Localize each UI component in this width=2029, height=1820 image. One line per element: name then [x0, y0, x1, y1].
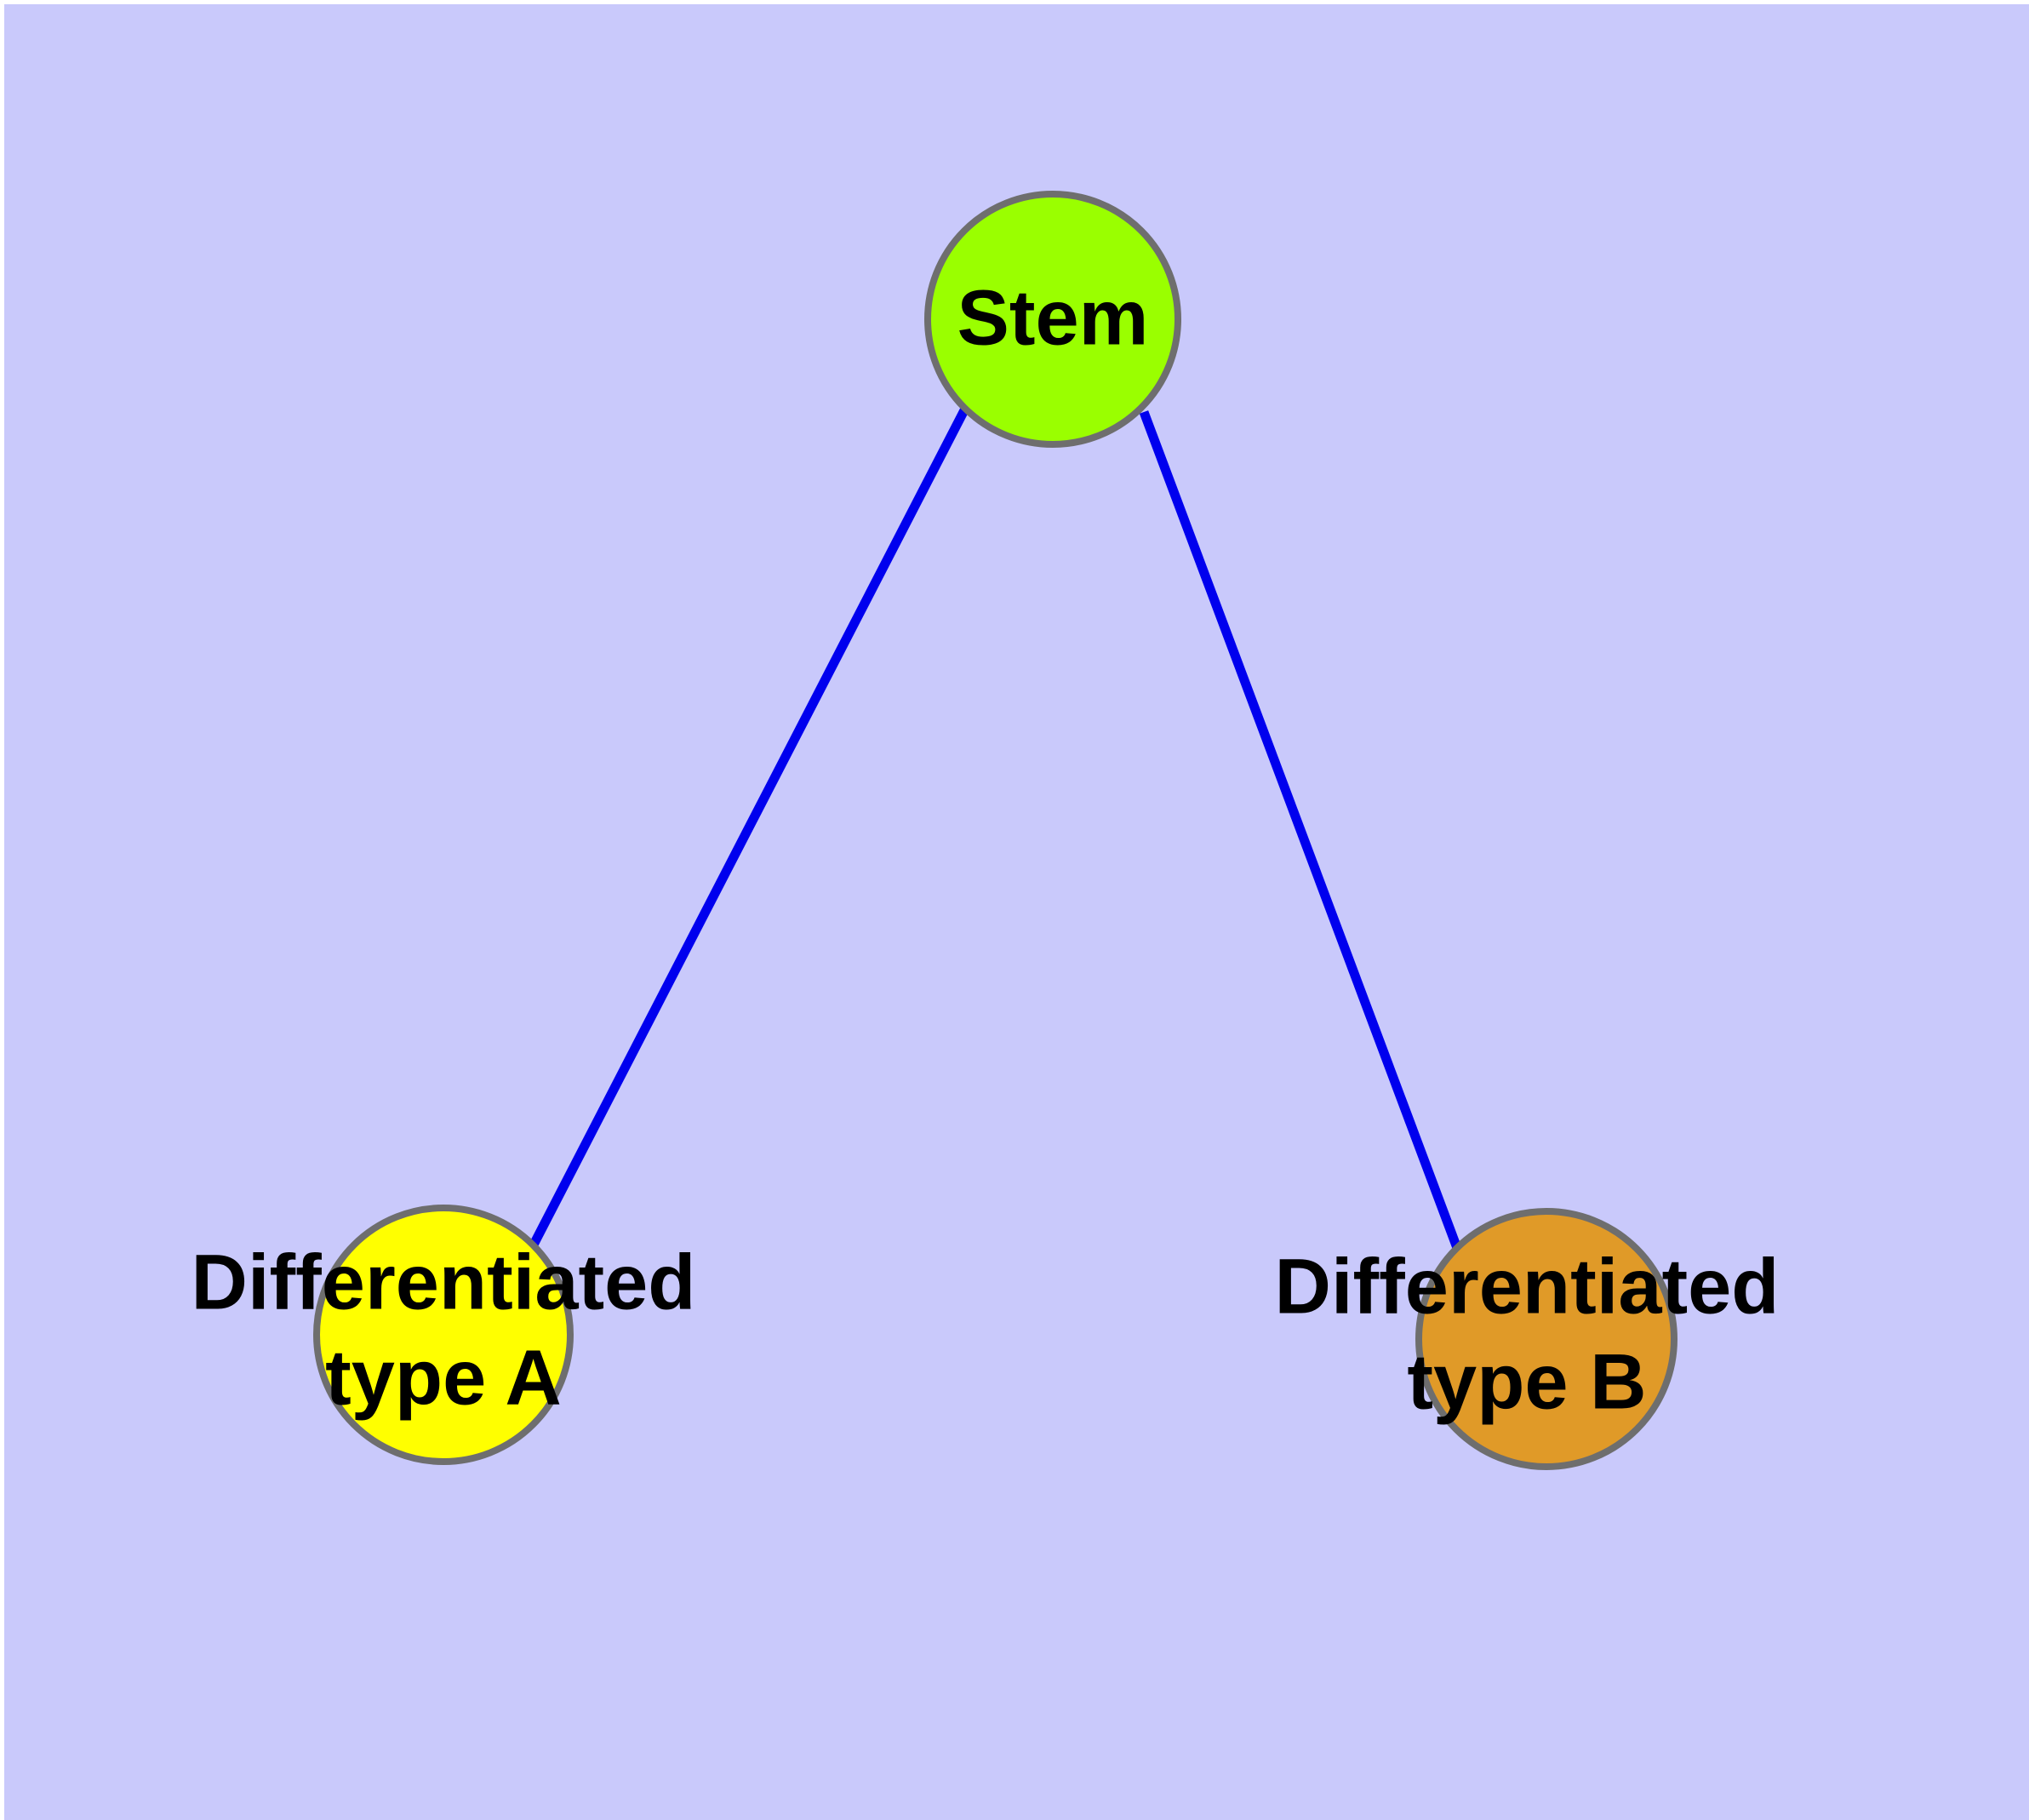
node-differentiated-type-a-circle[interactable] — [313, 1205, 574, 1465]
node-differentiated-type-a-label-line1: Differentiated — [191, 1239, 696, 1325]
edge-stem-to-differentiated-type-a — [529, 408, 969, 1249]
overflow-label-group: Differentiated type A Differentiated typ… — [191, 1239, 1780, 1425]
node-differentiated-type-b-label-line1: Differentiated — [1275, 1243, 1780, 1330]
node-differentiated-type-b[interactable] — [1415, 1208, 1677, 1470]
node-differentiated-type-b-circle[interactable] — [1415, 1208, 1677, 1470]
node-stem-circle[interactable] — [924, 191, 1181, 448]
node-stem-label: Stem — [957, 274, 1149, 361]
node-group: Stem — [313, 191, 1677, 1470]
node-differentiated-type-b-label-line2: type B — [1407, 1338, 1646, 1425]
edge-stem-to-differentiated-type-b — [1139, 410, 1462, 1250]
node-stem[interactable]: Stem — [924, 191, 1181, 448]
node-differentiated-type-a-label-line2: type A — [325, 1334, 562, 1421]
edge-group — [529, 408, 1462, 1250]
node-differentiated-type-a[interactable] — [313, 1205, 574, 1465]
